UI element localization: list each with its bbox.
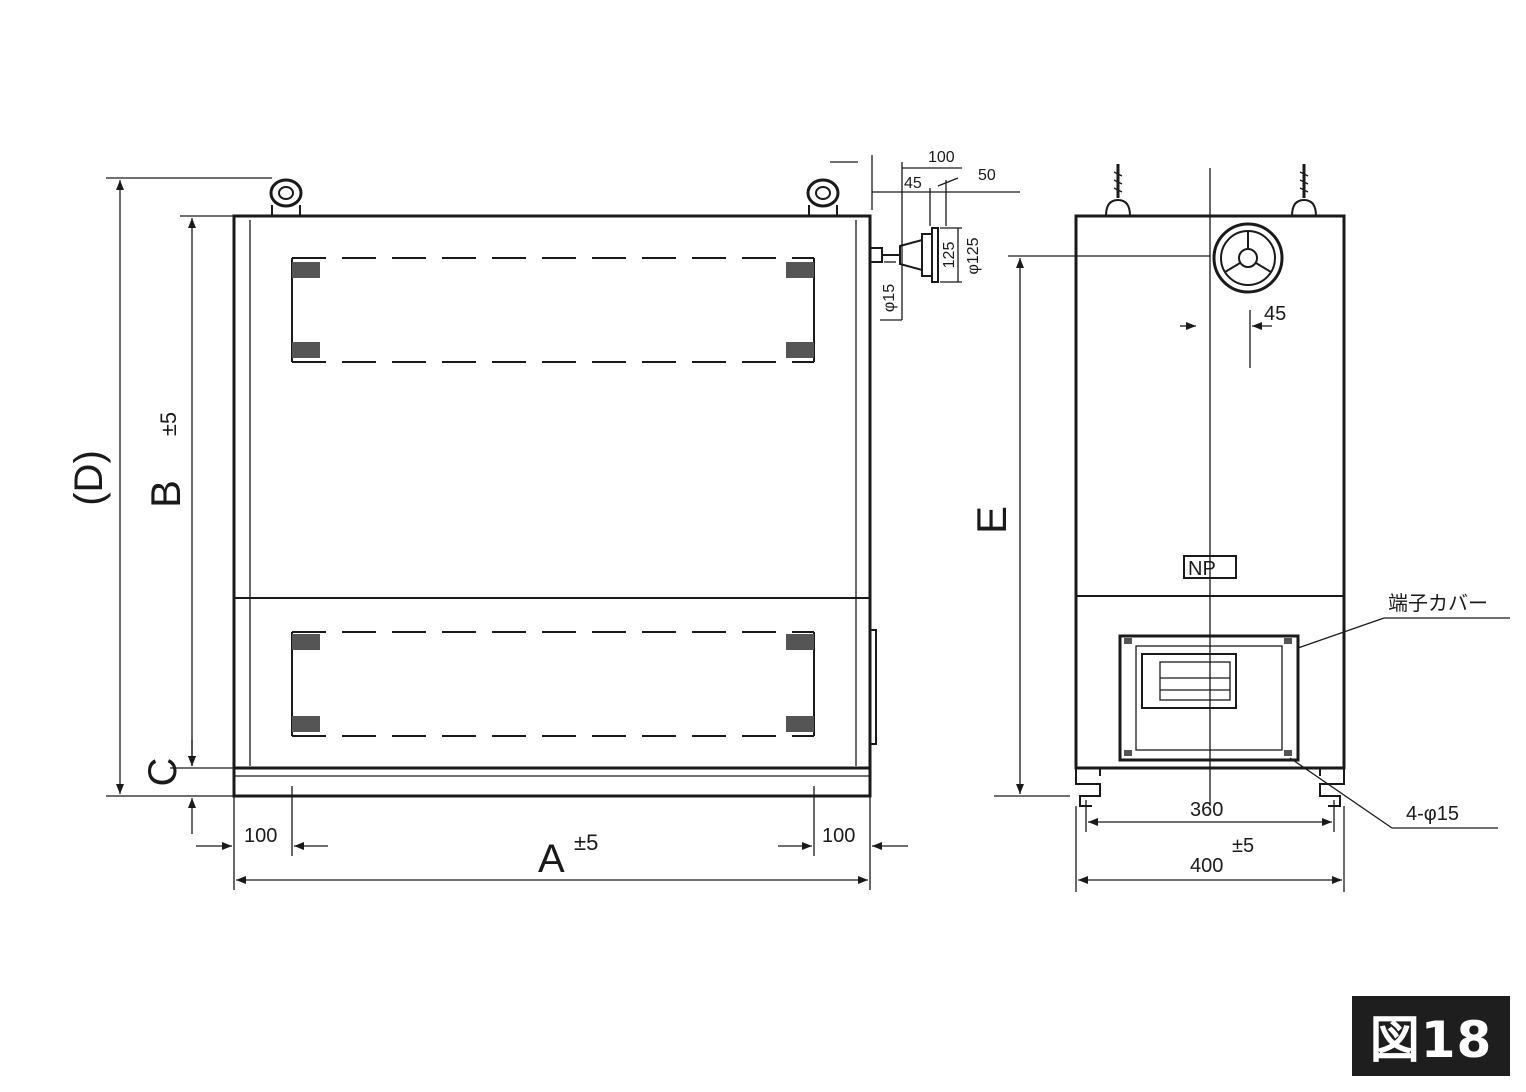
- side-dim-400: 400: [1190, 855, 1223, 877]
- lifting-eye-right: [806, 178, 840, 217]
- dim-left-100: 100: [244, 825, 277, 847]
- nameplate-label: NP: [1188, 558, 1216, 580]
- front-view: [106, 155, 1020, 890]
- side-dim-360: 360: [1190, 799, 1223, 821]
- upper-panel: [291, 257, 815, 363]
- side-dim-45: 45: [1264, 303, 1286, 325]
- dim-b-tolerance: ±5: [156, 412, 181, 436]
- dim-b-label: B: [142, 480, 189, 508]
- terminal-cover-label: 端子カバー: [1388, 591, 1488, 615]
- pipe-connection: [830, 155, 1020, 321]
- pipe-dim-phi125: φ125: [965, 237, 982, 274]
- handwheel-icon: [1212, 222, 1284, 294]
- dim-a-label: A: [538, 837, 565, 881]
- side-dim-tolerance: ±5: [1232, 835, 1254, 857]
- lower-panel: [291, 631, 815, 737]
- pipe-dim-100: 100: [928, 149, 955, 166]
- pipe-dim-phi15: φ15: [881, 284, 898, 312]
- nameplate-frame: [1183, 555, 1237, 579]
- dim-d-label: (D): [67, 450, 111, 506]
- dim-a-tolerance: ±5: [574, 830, 598, 855]
- cabinet-outline: [232, 214, 872, 770]
- cabinet-base: [232, 766, 872, 798]
- eye-bolt-right: [1291, 164, 1317, 217]
- figure-label-badge: 図18: [1352, 996, 1510, 1076]
- lifting-eye-left: [269, 178, 303, 217]
- pipe-dim-45: 45: [904, 175, 922, 192]
- dim-right-100: 100: [822, 825, 855, 847]
- dim-c-label: C: [141, 758, 185, 787]
- pipe-dim-125: 125: [941, 242, 958, 269]
- dim-e-label: E: [968, 506, 1015, 534]
- holes-label: 4-φ15: [1406, 803, 1459, 825]
- terminal-cover: [1118, 634, 1300, 762]
- side-view: [994, 164, 1510, 892]
- pipe-dim-50: 50: [978, 167, 996, 184]
- eye-bolt-left: [1105, 164, 1131, 217]
